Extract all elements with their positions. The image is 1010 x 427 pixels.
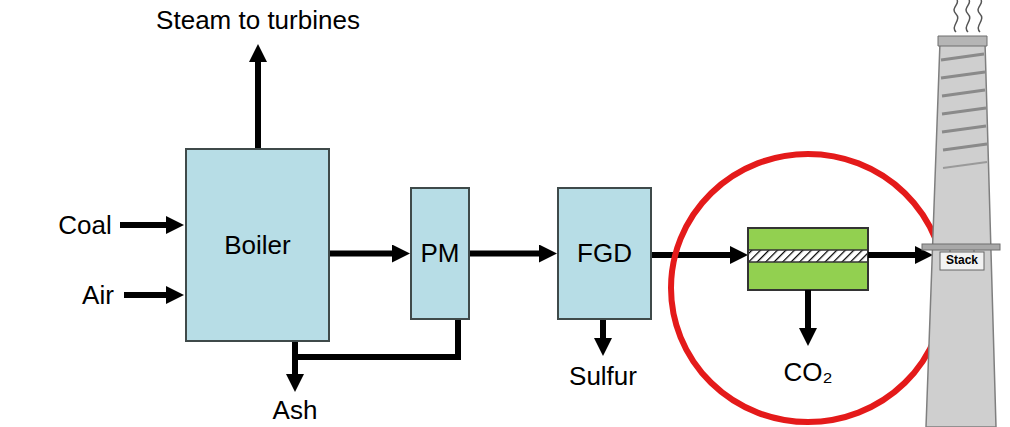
stream-label: Sulfur <box>569 362 637 391</box>
process-box: PM <box>410 187 470 320</box>
air-arrow <box>124 286 184 304</box>
highlight-circle <box>671 154 945 422</box>
co2-arrow <box>799 290 817 346</box>
steam-arrow <box>249 44 267 148</box>
stream-label: Ash <box>273 396 318 425</box>
stream-label: Steam to turbines <box>156 6 360 35</box>
stream-label: Coal <box>58 211 111 240</box>
stack-illustration <box>922 36 1000 427</box>
sulfur-arrow <box>594 320 612 356</box>
coal-arrow <box>120 216 184 234</box>
stream-label: Air <box>82 281 114 310</box>
process-box: FGD <box>557 187 652 320</box>
box-label: PM <box>421 239 460 268</box>
membrane-module <box>748 228 868 290</box>
stream-label: CO₂ <box>783 358 832 387</box>
flow-arrow <box>470 251 539 257</box>
flue-gas-arrow <box>652 246 748 264</box>
box-label: FGD <box>577 239 632 268</box>
process-box: Boiler <box>185 148 330 342</box>
box-label: Boiler <box>224 231 290 260</box>
stack-label: Stack <box>946 254 978 267</box>
smoke <box>954 0 982 32</box>
flow-arrow <box>330 251 392 257</box>
